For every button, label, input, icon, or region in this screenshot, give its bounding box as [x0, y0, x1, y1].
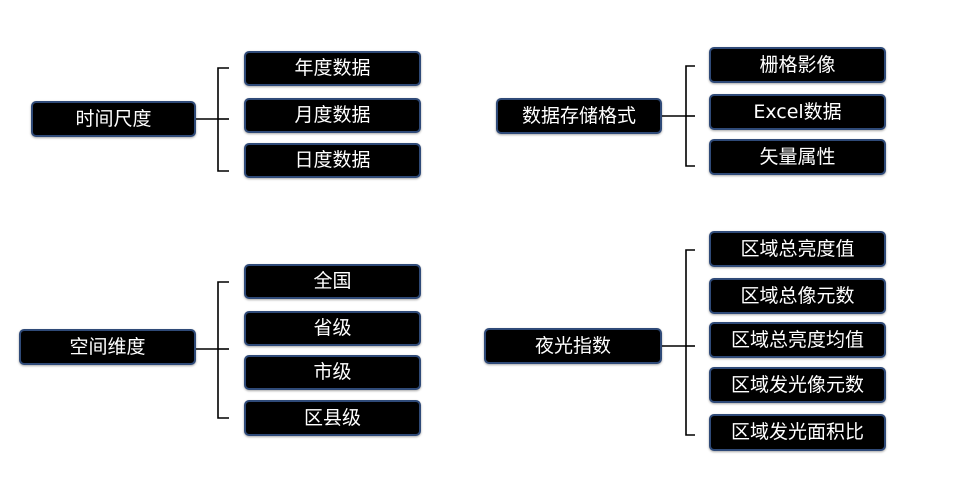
child-node-annual-data: 年度数据 — [244, 51, 421, 86]
root-node-storage-format: 数据存储格式 — [496, 98, 662, 134]
child-node-lit-pixel-count: 区域发光像元数 — [709, 367, 886, 403]
child-node-county: 区县级 — [244, 400, 421, 436]
root-node-night-light-index: 夜光指数 — [484, 328, 662, 364]
child-node-provincial: 省级 — [244, 311, 421, 346]
connector-bracket — [685, 249, 695, 436]
child-node-municipal: 市级 — [244, 355, 421, 390]
child-node-raster-image: 栅格影像 — [709, 47, 886, 83]
root-node-time-scale: 时间尺度 — [31, 101, 196, 137]
root-node-spatial-dimension: 空间维度 — [19, 329, 196, 365]
child-node-lit-area-ratio: 区域发光面积比 — [709, 414, 886, 451]
connector-bracket — [217, 281, 229, 419]
child-node-mean-brightness: 区域总亮度均值 — [709, 322, 886, 358]
child-node-vector-attribute: 矢量属性 — [709, 139, 886, 175]
child-node-excel-data: Excel数据 — [709, 94, 886, 130]
child-node-daily-data: 日度数据 — [244, 143, 421, 178]
child-node-total-pixel-count: 区域总像元数 — [709, 278, 886, 314]
child-node-total-brightness: 区域总亮度值 — [709, 231, 886, 267]
child-node-monthly-data: 月度数据 — [244, 98, 421, 133]
child-node-national: 全国 — [244, 264, 421, 299]
